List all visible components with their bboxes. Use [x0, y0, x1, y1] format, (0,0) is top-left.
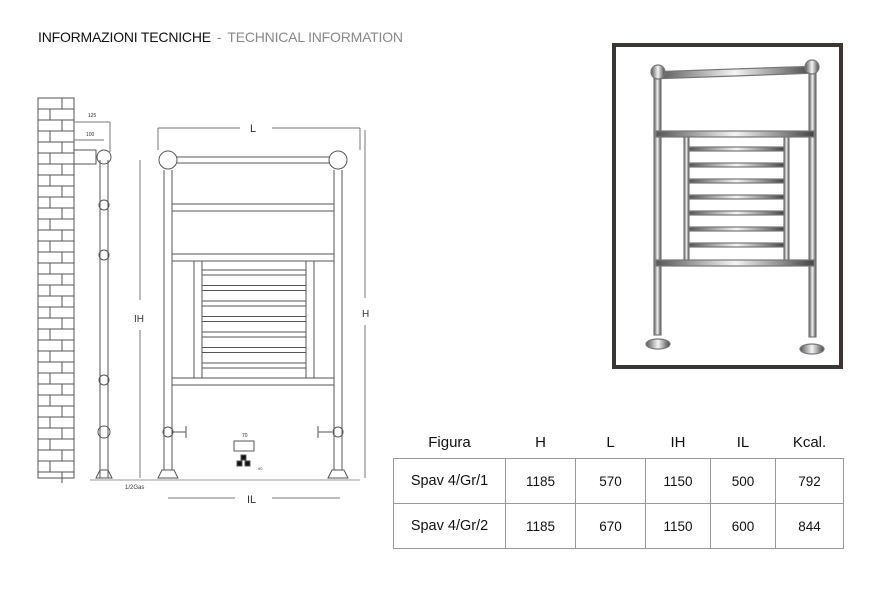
front-view: [157, 150, 349, 479]
value-cell: 792: [775, 458, 844, 504]
product-photo: [612, 43, 843, 369]
column-header: Figura: [428, 433, 471, 451]
dimension-lines: [74, 121, 366, 499]
column-header: IH: [670, 433, 686, 451]
dim-gas: 1/2Gas: [125, 485, 144, 491]
column-header: H: [535, 433, 546, 451]
technical-drawing: 125 100 L IH H IL 1/2Gas 70 90: [37, 97, 369, 506]
value-cell: 1185: [505, 503, 576, 549]
towel-rail-image: [645, 59, 825, 355]
dim-90: 90: [258, 466, 263, 471]
brick-wall: [37, 97, 75, 483]
title-italian: INFORMAZIONI TECNICHE: [38, 29, 211, 45]
dim-70: 70: [242, 433, 248, 439]
value-cell: 500: [710, 458, 776, 504]
model-cell: Spav 4/Gr/2: [393, 503, 506, 549]
value-cell: 1150: [645, 458, 711, 504]
dim-125: 125: [88, 113, 97, 119]
column-header: IL: [736, 433, 750, 451]
model-cell: Spav 4/Gr/1: [393, 458, 506, 504]
dim-H: H: [362, 309, 369, 320]
title-separator: -: [216, 29, 222, 45]
value-cell: 600: [710, 503, 776, 549]
dim-100: 100: [86, 132, 95, 138]
value-cell: 570: [575, 458, 646, 504]
dim-IH: IH: [134, 314, 144, 325]
value-cell: 1150: [645, 503, 711, 549]
value-cell: 1185: [505, 458, 576, 504]
title-english: TECHNICAL INFORMATION: [227, 29, 403, 45]
column-header: L: [606, 433, 615, 451]
dim-L: L: [250, 123, 256, 135]
dim-IL: IL: [247, 494, 256, 506]
column-header: Kcal.: [792, 433, 827, 451]
page-title: INFORMAZIONI TECNICHE-TECHNICAL INFORMAT…: [38, 29, 403, 45]
side-view: [73, 149, 113, 479]
value-cell: 670: [575, 503, 646, 549]
value-cell: 844: [775, 503, 844, 549]
